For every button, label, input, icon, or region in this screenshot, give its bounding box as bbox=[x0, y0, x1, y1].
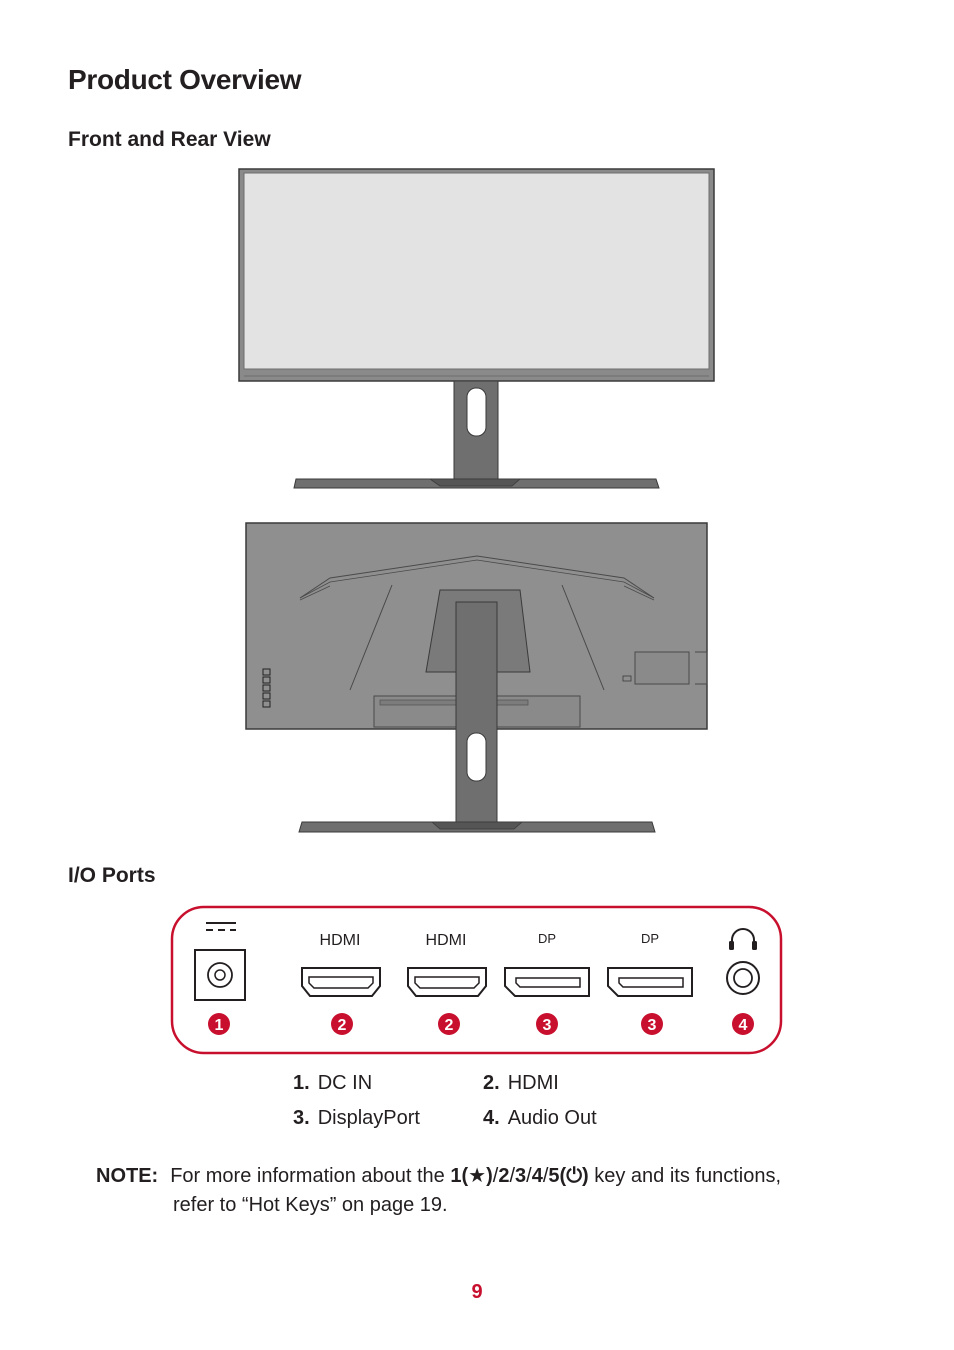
port-label-hdmi-2: HDMI bbox=[426, 932, 467, 949]
legend-number: 1. bbox=[293, 1072, 310, 1094]
page-number: 9 bbox=[471, 1281, 483, 1303]
rear-control-keys bbox=[262, 668, 271, 708]
note-line-2: refer to “Hot Keys” on page 19. bbox=[173, 1194, 448, 1216]
legend-item-dc-in: 1. DC IN bbox=[293, 1072, 372, 1095]
hdmi-port-2 bbox=[407, 967, 487, 997]
port-label-dp-2: DP bbox=[641, 931, 659, 946]
svg-text:1: 1 bbox=[215, 1017, 224, 1034]
rear-io-cover bbox=[634, 651, 690, 685]
displayport-port-1 bbox=[504, 967, 590, 997]
monitor-front-view bbox=[238, 168, 715, 489]
legend-number: 2. bbox=[483, 1072, 500, 1094]
svg-text:3: 3 bbox=[543, 1017, 552, 1034]
note-paragraph: NOTE:For more information about the 1(★)… bbox=[96, 1162, 896, 1220]
dc-symbol-icon bbox=[206, 922, 236, 931]
section-heading-io-ports: I/O Ports bbox=[68, 864, 156, 887]
svg-text:2: 2 bbox=[445, 1017, 454, 1034]
legend-label: DisplayPort bbox=[317, 1107, 420, 1129]
displayport-port-2 bbox=[607, 967, 693, 997]
page-title: Product Overview bbox=[68, 64, 302, 95]
legend-number: 4. bbox=[483, 1107, 500, 1129]
star-icon: ★ bbox=[468, 1165, 487, 1187]
svg-text:4: 4 bbox=[739, 1017, 748, 1034]
legend-label: HDMI bbox=[507, 1072, 559, 1094]
section-heading-front-rear: Front and Rear View bbox=[68, 128, 271, 151]
dc-in-port bbox=[194, 949, 246, 1001]
cable-hole bbox=[466, 387, 487, 437]
badge-3-a: 3 bbox=[536, 1013, 558, 1035]
svg-text:2: 2 bbox=[338, 1017, 347, 1034]
audio-out-port bbox=[726, 961, 760, 995]
monitor-rear-view bbox=[245, 522, 708, 833]
legend-item-audio-out: 4. Audio Out bbox=[483, 1107, 597, 1130]
headphone-icon bbox=[729, 928, 757, 950]
io-port-diagram: HDMI HDMI DP DP 1 2 2 3 bbox=[170, 905, 783, 1055]
legend-item-displayport: 3. DisplayPort bbox=[293, 1107, 420, 1130]
legend-item-hdmi: 2. HDMI bbox=[483, 1072, 559, 1095]
legend-number: 3. bbox=[293, 1107, 310, 1129]
rear-stand-neck bbox=[455, 601, 498, 823]
note-label: NOTE: bbox=[96, 1165, 159, 1187]
badge-2-b: 2 bbox=[438, 1013, 460, 1035]
badge-4: 4 bbox=[732, 1013, 754, 1035]
badge-2-a: 2 bbox=[331, 1013, 353, 1035]
power-icon: ⏻ bbox=[566, 1165, 583, 1187]
hdmi-port-1 bbox=[301, 967, 381, 997]
legend-label: DC IN bbox=[317, 1072, 373, 1094]
badge-1: 1 bbox=[208, 1013, 230, 1035]
front-screen bbox=[243, 172, 710, 370]
port-label-hdmi-1: HDMI bbox=[320, 932, 361, 949]
monitor-illustration bbox=[238, 168, 715, 833]
port-label-dp-1: DP bbox=[538, 931, 556, 946]
legend-label: Audio Out bbox=[507, 1107, 597, 1129]
badge-3-b: 3 bbox=[641, 1013, 663, 1035]
svg-text:3: 3 bbox=[648, 1017, 657, 1034]
